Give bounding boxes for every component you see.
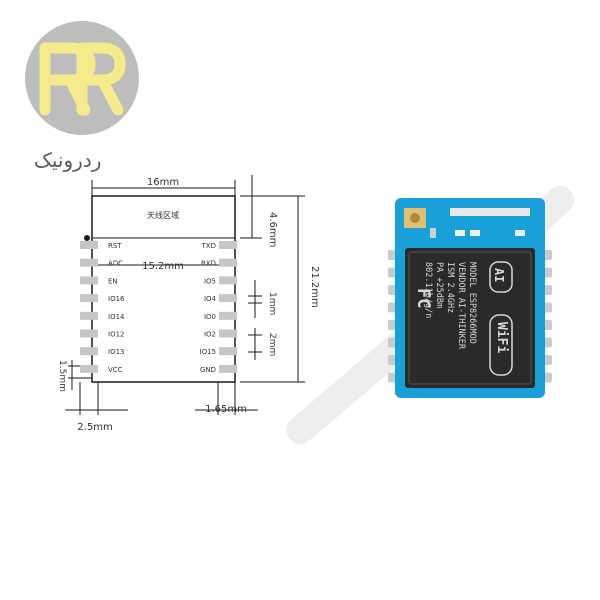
left-pin-label: RST [108, 242, 122, 250]
left-pin-label: EN [108, 277, 118, 285]
left-pad [80, 311, 98, 320]
right-pad [219, 276, 237, 285]
right-offset-label: 1.65mm [205, 404, 247, 415]
right-pin-label: GND [200, 366, 216, 374]
left-pad [80, 241, 98, 249]
module-photo [388, 198, 552, 398]
dimension-diagram [65, 175, 305, 415]
pin-pads [80, 241, 237, 373]
pin-width-label: 1.5mm [57, 360, 67, 392]
pitch-label: 2mm [267, 333, 277, 356]
right-pin-label: IO4 [204, 295, 217, 303]
antenna-trace [450, 208, 530, 216]
right-pad [219, 241, 237, 249]
wifi-badge: WiFi [494, 322, 509, 353]
left-pin-label: IO12 [108, 331, 124, 339]
right-pad [219, 311, 237, 320]
left-pin-label: IO14 [108, 313, 125, 321]
antenna-area-label: 天线区域 [147, 210, 179, 220]
right-pin-label: RXD [201, 260, 216, 268]
shield-text-line: ISM 2.4GHz [445, 262, 455, 313]
left-offset-label: 2.5mm [77, 422, 112, 433]
left-pad [80, 347, 98, 356]
right-pin-label: TXD [201, 242, 216, 250]
left-pad [80, 294, 98, 303]
right-pad [219, 347, 237, 356]
right-pin-label: IO0 [204, 313, 216, 321]
logo-letters [39, 42, 126, 116]
right-pin-label: IO15 [200, 348, 216, 356]
inner-width-label: 15.2mm [142, 261, 184, 272]
left-pin-label: ADC [108, 260, 123, 268]
left-pin-label: VCC [108, 366, 123, 374]
module-outline [91, 195, 236, 383]
pin-spacing-label: 1mm [267, 292, 277, 315]
pin1-marker [84, 235, 90, 241]
logo [25, 21, 139, 135]
fcc-mark: FC [413, 288, 433, 308]
width-label: 16mm [147, 177, 179, 188]
antenna-height-label: 4.6mm [267, 212, 278, 247]
right-pad [219, 329, 237, 338]
left-pin-label: IO16 [108, 295, 125, 303]
right-pad [219, 294, 237, 303]
ai-badge: AI [492, 268, 506, 282]
right-pad [219, 258, 237, 267]
left-pad [80, 329, 98, 338]
left-pad [80, 276, 98, 285]
shield-text-line: 802.11b/g/n [423, 262, 433, 318]
brand-name: ردرونیک [34, 148, 102, 172]
shield-text-line: MODEL ESP8266MOD [467, 262, 477, 344]
right-pin-label: IO5 [204, 277, 216, 285]
rf-shield [405, 248, 535, 388]
left-pad [80, 364, 98, 373]
shield-text-line: VENDOR AI-THINKER [456, 262, 466, 350]
right-pin-label: IO2 [204, 331, 216, 339]
left-pin-label: IO13 [108, 348, 124, 356]
height-label: 21.2mm [309, 266, 320, 308]
left-pad [80, 258, 98, 267]
right-pad [219, 364, 237, 373]
shield-text-line: PA +25dBm [434, 262, 444, 308]
